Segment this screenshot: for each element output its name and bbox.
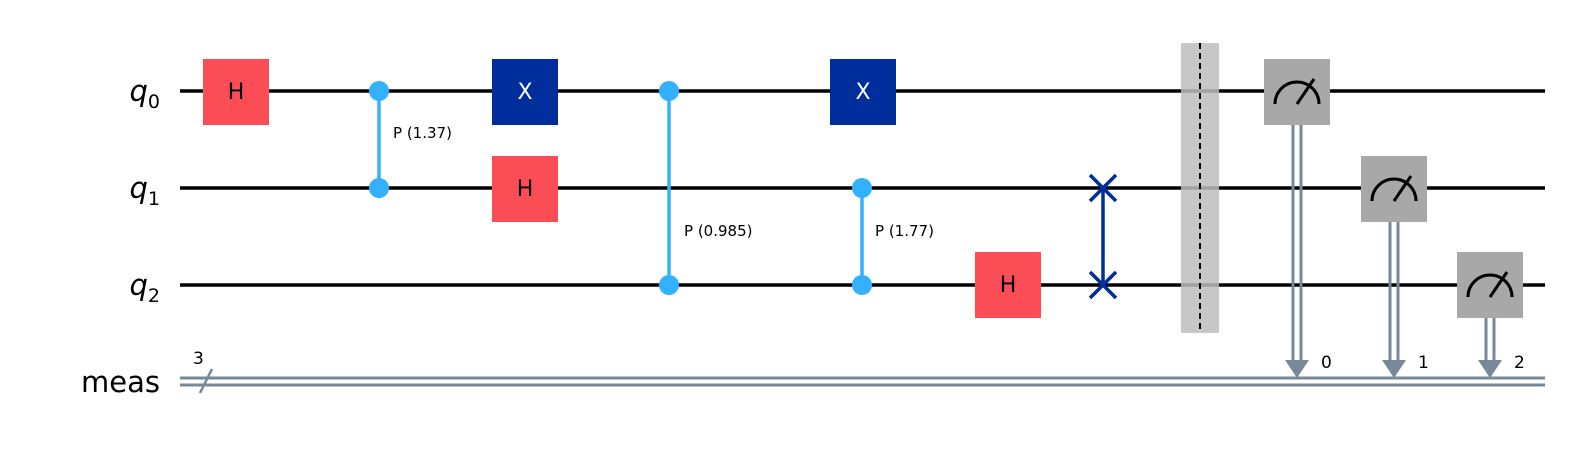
h-gate-q0: H bbox=[203, 59, 269, 125]
swap-cross-icon bbox=[1088, 173, 1118, 203]
svg-text:H: H bbox=[517, 177, 534, 202]
swap-cross-icon bbox=[1088, 270, 1118, 300]
wire-label-q1: q1 bbox=[129, 171, 160, 210]
wire-label-meas: meas bbox=[81, 365, 160, 399]
controlled-phase-gate-3: P (1.77) bbox=[852, 178, 934, 295]
control-dot bbox=[369, 81, 389, 101]
control-dot bbox=[852, 275, 872, 295]
phase-param-label: P (0.985) bbox=[684, 222, 752, 240]
svg-text:H: H bbox=[228, 80, 245, 105]
swap-gate bbox=[1088, 173, 1118, 300]
h-gate-q2: H bbox=[975, 252, 1041, 318]
controlled-phase-gate-2: P (0.985) bbox=[659, 81, 752, 295]
clbit-index-label: 0 bbox=[1321, 353, 1332, 373]
measure-gate-q1: 1 bbox=[1361, 156, 1429, 378]
svg-text:X: X bbox=[855, 80, 870, 105]
measure-gate-q0: 0 bbox=[1264, 59, 1332, 378]
control-dot bbox=[659, 275, 679, 295]
phase-param-label: P (1.77) bbox=[875, 222, 934, 240]
svg-text:X: X bbox=[517, 80, 532, 105]
wire-label-q2: q2 bbox=[129, 268, 160, 307]
wire-label-q0: q0 bbox=[129, 74, 160, 113]
clbit-index-label: 1 bbox=[1418, 353, 1429, 373]
control-dot bbox=[369, 178, 389, 198]
control-dot bbox=[659, 81, 679, 101]
bundle-slash bbox=[198, 368, 214, 394]
controlled-phase-gate-1: P (1.37) bbox=[369, 81, 452, 198]
phase-param-label: P (1.37) bbox=[393, 124, 452, 142]
meter-icon bbox=[1370, 175, 1418, 202]
barrier bbox=[1181, 43, 1219, 333]
meter-icon bbox=[1466, 271, 1514, 298]
x-gate-q0-b: X bbox=[830, 59, 896, 125]
h-gate-q1: H bbox=[492, 156, 558, 222]
meter-icon bbox=[1273, 78, 1321, 105]
svg-text:H: H bbox=[1000, 273, 1017, 298]
x-gate-q0-a: X bbox=[492, 59, 558, 125]
control-dot bbox=[852, 178, 872, 198]
measure-gate-q2: 2 bbox=[1457, 252, 1525, 378]
clbit-index-label: 2 bbox=[1514, 353, 1525, 373]
bundle-size-label: 3 bbox=[193, 349, 204, 369]
